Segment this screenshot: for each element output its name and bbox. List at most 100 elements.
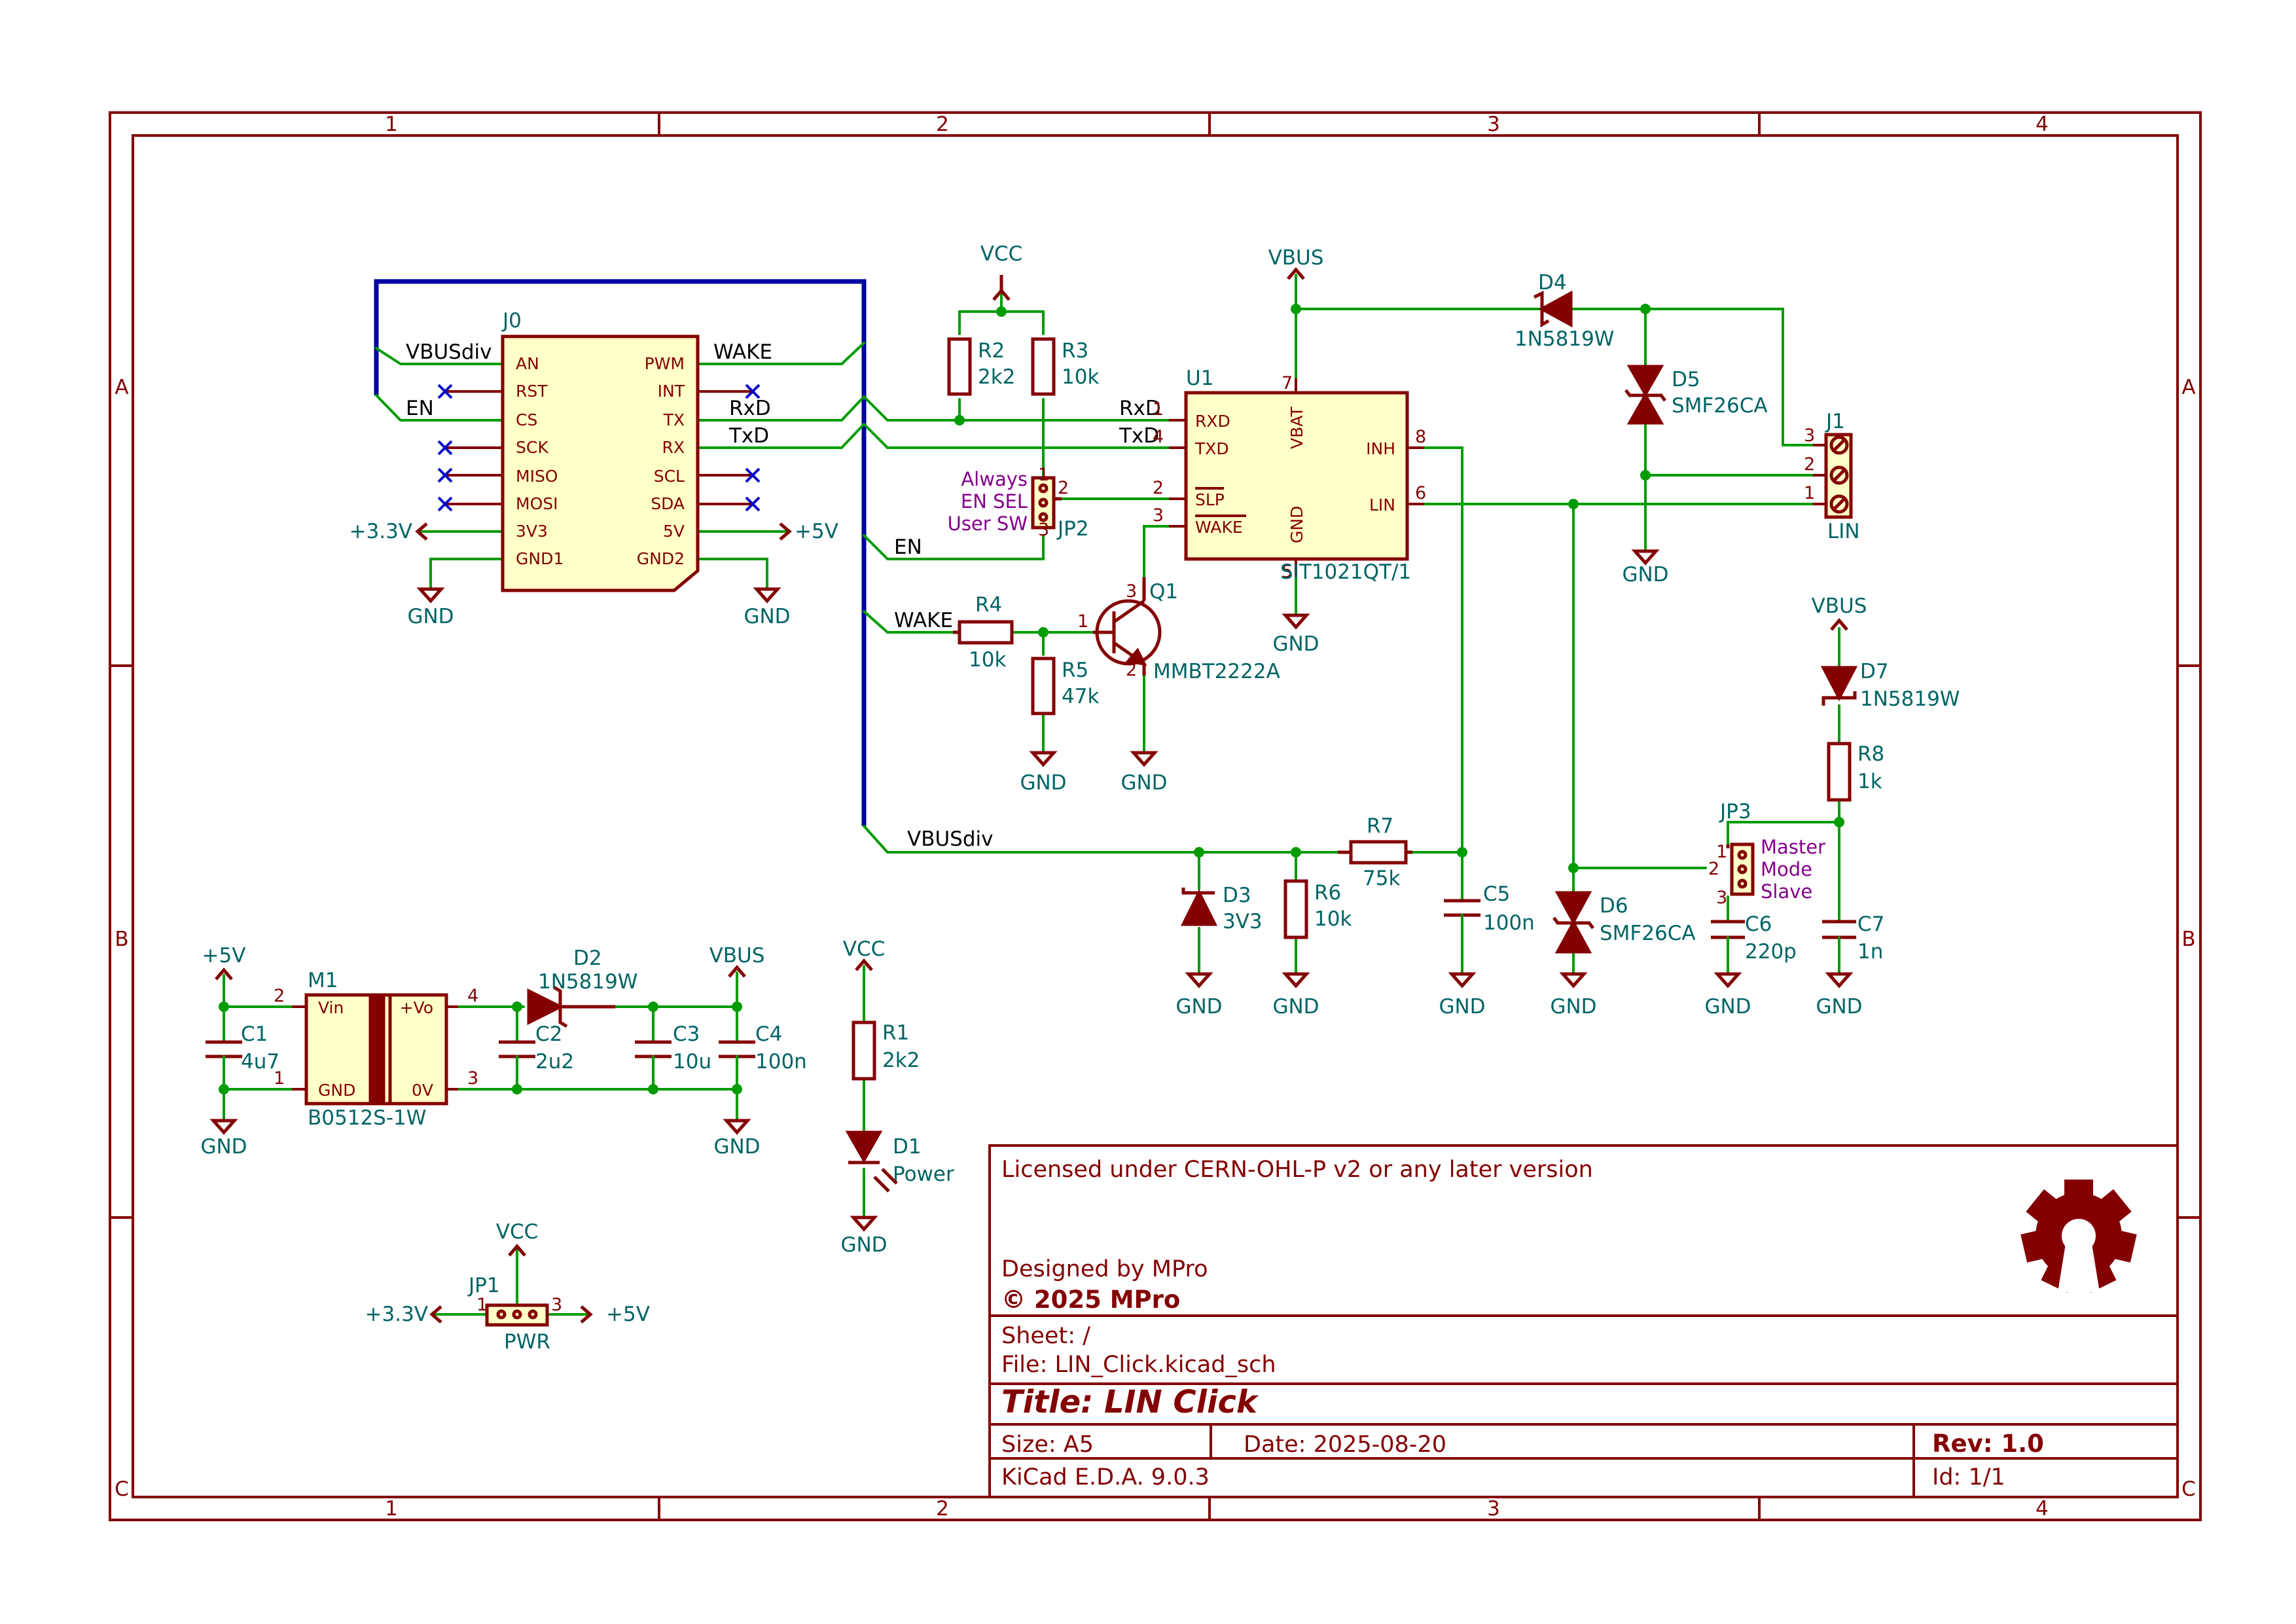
c2-value: 2u2 (535, 1050, 574, 1074)
c4-value: 100n (755, 1050, 807, 1074)
u1-pinnum-lin: 6 (1415, 483, 1426, 503)
gnd-c7: GND (1816, 972, 1863, 1019)
vcc-jp1-label: VCC (496, 1220, 539, 1244)
m1-pin-0v: 0V (412, 1081, 433, 1100)
jp3-label-master: Master (1761, 836, 1825, 858)
jp3-ref: JP3 (1719, 800, 1751, 823)
j0-pin-3v3: 3V3 (516, 522, 548, 541)
u1-pinnum-inh: 8 (1415, 427, 1426, 447)
net-label-en-j0: EN (406, 397, 434, 420)
jumper-jp2: 1 2 3 JP2 Always EN SEL User SW (948, 465, 1089, 541)
net-label-txd-u1: TxD (1119, 424, 1159, 448)
resistor-r4: R4 10k (953, 593, 1014, 672)
row-label-b: B (115, 928, 128, 951)
column-label-1-bottom: 1 (385, 1497, 398, 1521)
transceiver-u1: U1 RXD TXD SLP WAKE INH LIN VBAT GND 1 4… (1153, 367, 1426, 584)
c4-ref: C4 (755, 1022, 782, 1046)
u1-pinnum-wake: 3 (1153, 505, 1164, 526)
u1-pinnum-vbat: 7 (1282, 373, 1293, 393)
net-label-wake-j0: WAKE (713, 340, 772, 364)
c7-value: 1n (1857, 940, 1883, 964)
jp3-pinnum-2: 2 (1708, 859, 1719, 879)
net-label-vbusdiv-j0: VBUSdiv (406, 340, 492, 364)
no-connect-sda (745, 496, 761, 512)
diode-d7: D7 1N5819W (1820, 660, 1960, 711)
row-label-c: C (115, 1477, 129, 1501)
r7-value: 75k (1363, 867, 1400, 890)
d2-ref: D2 (573, 947, 602, 970)
v5-j0: +5V (779, 520, 838, 543)
u1-pin-txd: TXD (1194, 439, 1229, 458)
vbus-c4: VBUS (709, 944, 764, 978)
gnd-symbols: GND GND GND GND GND GND GND GND (200, 549, 1863, 1257)
capacitor-c6: C6 220p (1711, 912, 1797, 964)
u1-pin-rxd: RXD (1195, 412, 1230, 431)
column-label-2-bottom: 2 (936, 1497, 949, 1521)
c1-value: 4u7 (241, 1050, 279, 1074)
resistor-r6: R6 10k (1283, 879, 1352, 939)
column-label-4: 4 (2036, 113, 2049, 136)
u1-pinnum-txd: 4 (1153, 427, 1164, 447)
vbus-d7-label: VBUS (1812, 594, 1867, 618)
junctions (219, 304, 1844, 1094)
u1-pin-gnd: GND (1287, 506, 1306, 543)
capacitor-c2: C2 2u2 (499, 1022, 574, 1076)
size-text: Size: A5 (1001, 1432, 1094, 1458)
gnd-u1: GND (1272, 613, 1319, 656)
u1-pin-wake: WAKE (1195, 518, 1243, 537)
vcc-r1-label: VCC (843, 937, 886, 961)
zener-diode-d3: D3 3V3 (1180, 884, 1263, 933)
r2-ref: R2 (978, 339, 1005, 363)
m1-ref: M1 (308, 969, 338, 992)
gnd-c5: GND (1439, 972, 1486, 1019)
jp1-pinnum-3: 3 (551, 1295, 562, 1315)
d5-ref: D5 (1672, 368, 1700, 391)
no-connect-miso (437, 467, 453, 483)
u1-pinnum-slp: 2 (1153, 478, 1164, 498)
j1-pinnum-1: 1 (1804, 483, 1815, 503)
m1-pinnum-2: 2 (274, 986, 285, 1006)
vcc-top-label: VCC (980, 242, 1023, 266)
gnd-d3-label: GND (1175, 995, 1222, 1019)
r1-ref: R1 (882, 1021, 909, 1045)
jp2-pinnum-3: 3 (1038, 520, 1049, 540)
title-block: Licensed under CERN-OHL-P v2 or any late… (988, 1144, 2179, 1498)
j0-pin-sck: SCK (516, 438, 548, 457)
j0-ref: J0 (501, 309, 522, 333)
v5-m1-label: +5V (202, 944, 246, 967)
net-label-rxd-u1: RxD (1119, 397, 1161, 420)
gnd-r5: GND (1020, 751, 1067, 795)
m1-pinnum-4: 4 (467, 986, 478, 1006)
d1-value: Power (893, 1163, 954, 1186)
supply-symbols: VCC VBUS VBUS +5V VBUS VCC VCC +3. (202, 242, 1867, 1326)
resistor-r8: R8 1k (1827, 742, 1884, 802)
j0-pin-miso: MISO (516, 467, 558, 486)
jp1-ref: JP1 (467, 1274, 500, 1297)
column-label-3-bottom: 3 (1487, 1497, 1500, 1521)
no-connect-mosi (437, 496, 453, 512)
jp2-ref: JP2 (1056, 517, 1089, 541)
u1-pin-vbat: VBAT (1287, 406, 1306, 449)
v33-j0-label: +3.3V (350, 520, 412, 543)
row-label-b-right: B (2181, 928, 2195, 951)
r8-ref: R8 (1857, 742, 1884, 766)
license-text: Licensed under CERN-OHL-P v2 or any late… (1001, 1157, 1593, 1183)
gnd-c4-label: GND (713, 1135, 760, 1159)
q1-pinnum-2: 2 (1126, 660, 1137, 680)
v33-jp1: +3.3V (365, 1303, 442, 1326)
c7-ref: C7 (1857, 912, 1884, 936)
gnd-j0-left: GND (407, 587, 454, 628)
column-label-2: 2 (936, 113, 949, 136)
gnd-r6-label: GND (1272, 995, 1319, 1019)
u1-ref: U1 (1186, 367, 1213, 390)
j0-pin-an: AN (516, 354, 539, 373)
connector-j1: J1 3 2 1 LIN (1804, 410, 1860, 543)
c2-ref: C2 (535, 1022, 562, 1046)
capacitor-c4: C4 100n (719, 1022, 807, 1076)
u1-value: SIT1021QT/1 (1280, 560, 1411, 584)
j0-pin-rst: RST (516, 382, 548, 401)
j0-pin-gnd1: GND1 (516, 549, 564, 568)
gnd-c1: GND (200, 1119, 247, 1159)
vbus-u1-label: VBUS (1268, 246, 1324, 270)
r7-ref: R7 (1367, 814, 1393, 838)
